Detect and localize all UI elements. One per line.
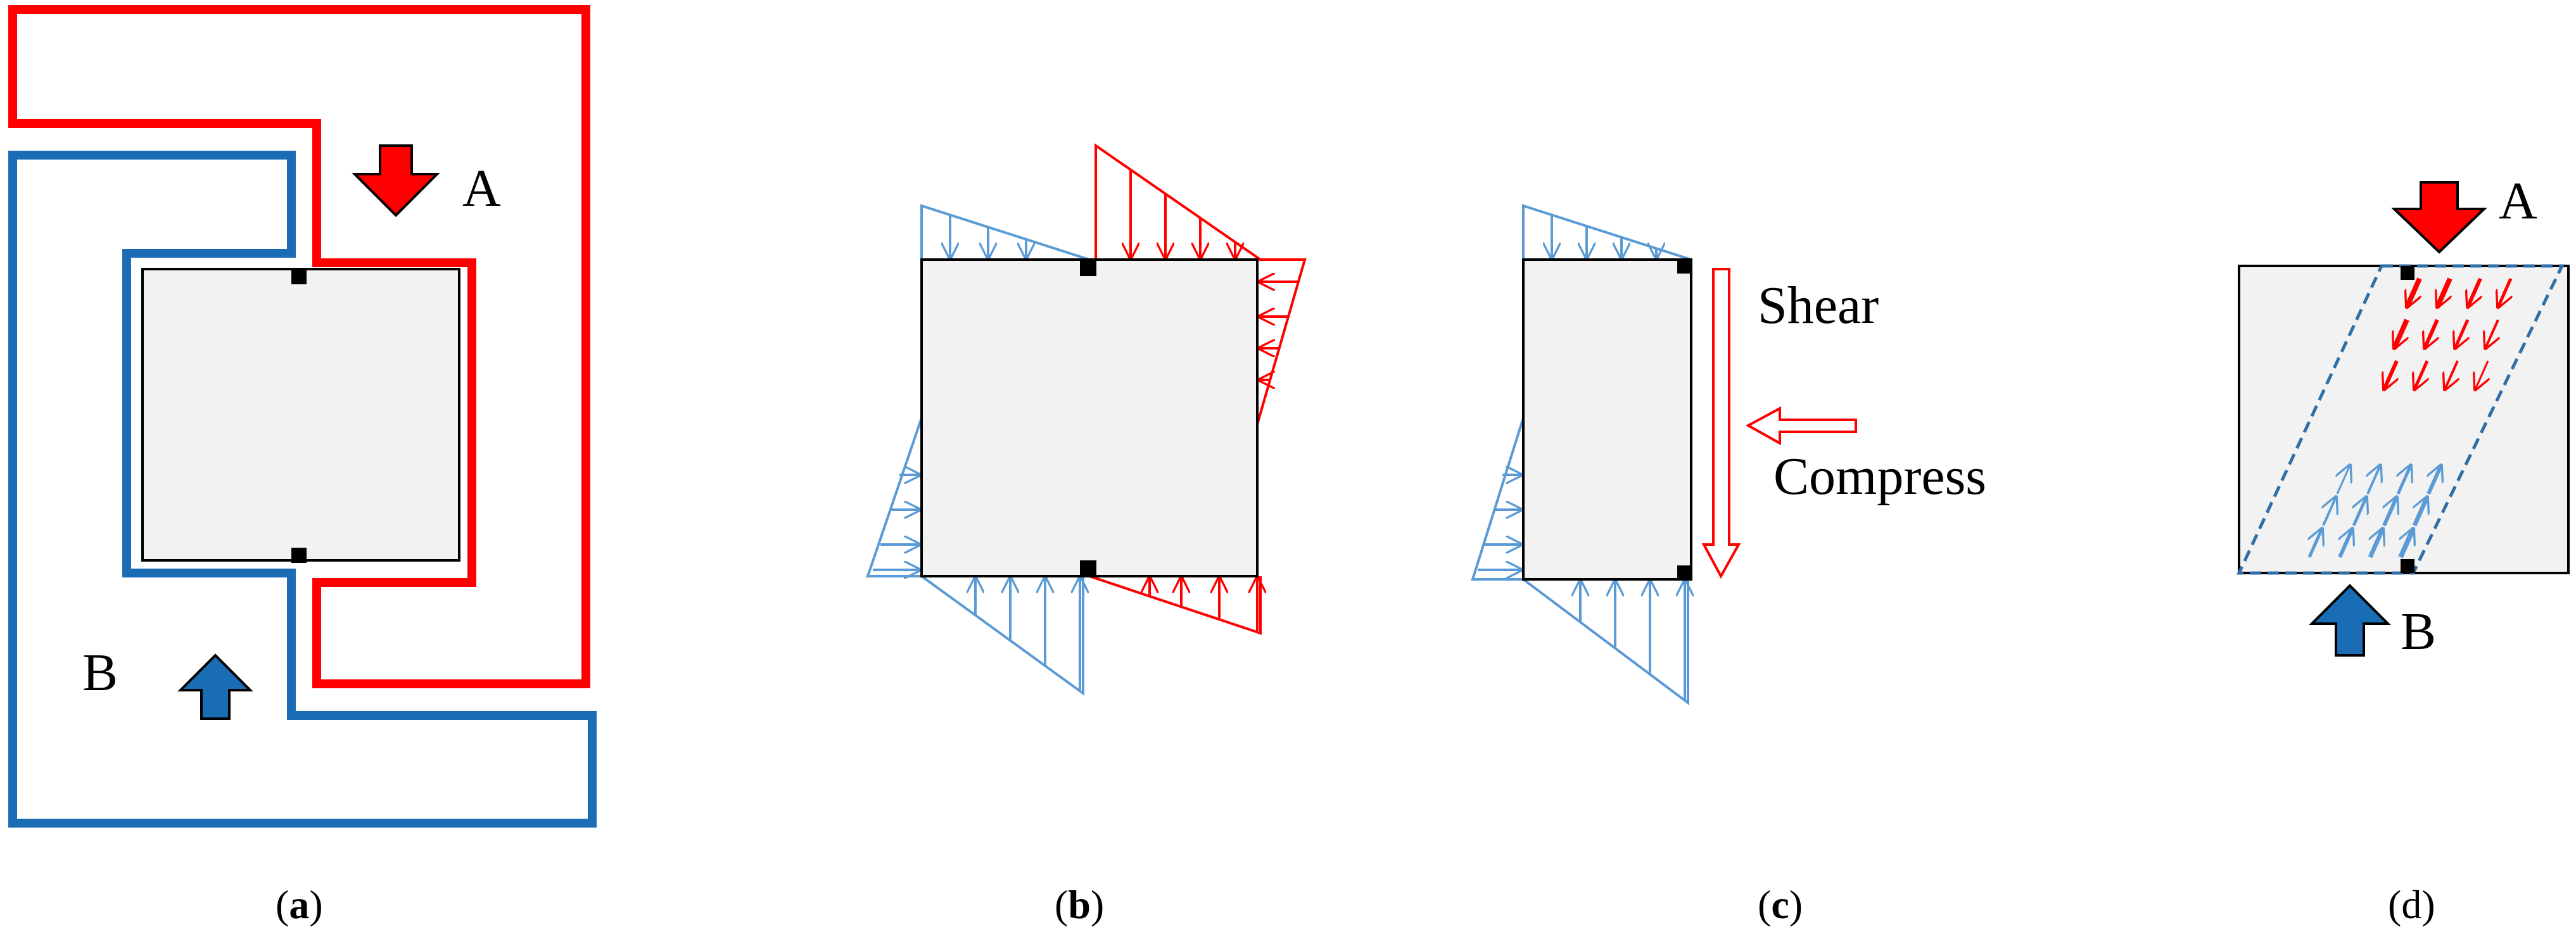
panel-d: A B (d): [2237, 172, 2570, 927]
panel-c: Shear Compress (c): [1471, 204, 1986, 927]
top-support: [291, 269, 307, 284]
top-support: [2401, 266, 2414, 280]
red-right-load-arrows: [1259, 282, 1298, 380]
label-b: B: [82, 643, 118, 702]
caption-c: (c): [1758, 882, 1803, 927]
left-arrow-icon: [1745, 406, 1857, 446]
blue-bottom-load-envelope: [920, 575, 1084, 696]
down-arrow-icon: [2391, 181, 2487, 254]
caption-b: (b): [1055, 882, 1104, 927]
down-arrow-icon: [352, 144, 440, 217]
bottom-support: [291, 548, 307, 563]
up-arrow-icon: [2309, 584, 2391, 657]
caption-d: (d): [2388, 882, 2435, 927]
label-a: A: [462, 159, 501, 218]
red-diagonal-arrows: [2384, 277, 2511, 389]
down-hollow-arrow-icon: [1701, 268, 1741, 579]
red-bottom-load-arrows: [1150, 577, 1257, 631]
specimen-block: [141, 268, 460, 562]
blue-left-load-arrows: [873, 475, 920, 570]
red-bottom-load-envelope: [1089, 575, 1262, 635]
specimen-block: [2238, 265, 2570, 574]
blue-top-load-envelope: [1522, 204, 1692, 261]
blue-diagonal-arrows: [2309, 465, 2441, 558]
red-top-load-envelope: [1094, 143, 1262, 261]
blue-top-load-arrows: [1552, 215, 1656, 258]
blue-top-load-envelope: [920, 204, 1090, 261]
panel-b: (b): [866, 143, 1307, 927]
blue-load-path: [8, 151, 597, 828]
blue-top-load-arrows: [950, 215, 1026, 258]
label-shear: Shear: [1758, 276, 1879, 335]
caption-a: (a): [276, 882, 323, 927]
label-a: A: [2499, 172, 2537, 230]
label-compress: Compress: [1773, 447, 1986, 506]
panel-a: A B (a): [8, 5, 597, 927]
top-right-support: [1677, 260, 1691, 274]
blue-bottom-load-envelope: [1522, 578, 1689, 705]
bottom-support: [2401, 559, 2414, 573]
blue-bottom-load-arrows: [975, 577, 1080, 690]
red-load-path: [8, 5, 590, 688]
blue-bottom-load-arrows: [1580, 581, 1685, 700]
blue-left-load-arrows: [1478, 475, 1521, 570]
up-arrow-icon: [177, 653, 253, 720]
bottom-support: [1080, 560, 1096, 577]
red-right-load-envelope: [1256, 258, 1307, 425]
bottom-right-support: [1677, 565, 1691, 579]
specimen-block: [1522, 258, 1692, 581]
label-b: B: [2401, 602, 2436, 661]
red-top-load-arrows: [1131, 170, 1235, 258]
specimen-block: [920, 258, 1259, 577]
blue-left-load-envelope: [866, 417, 923, 577]
blue-left-load-envelope: [1471, 417, 1525, 581]
top-support: [1080, 260, 1096, 276]
